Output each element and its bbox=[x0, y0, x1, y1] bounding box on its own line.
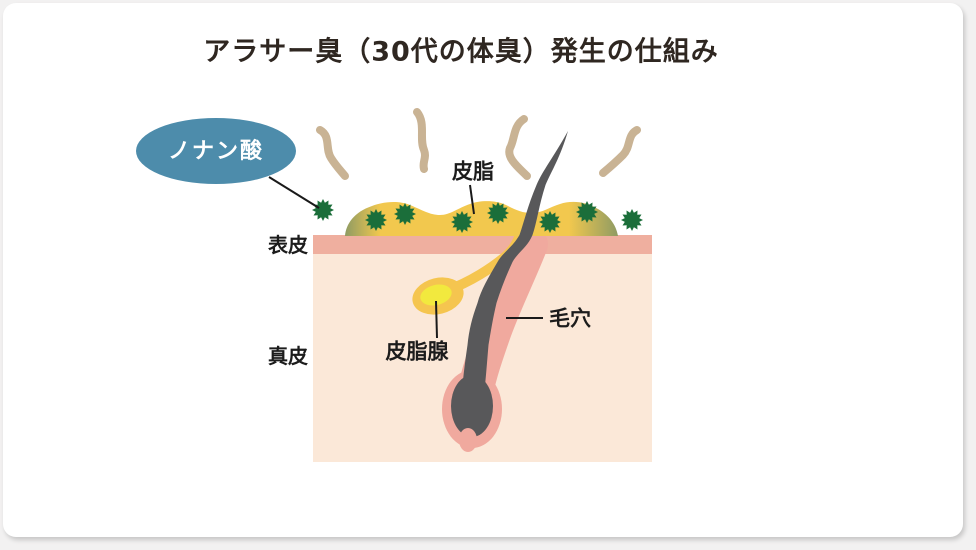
sebaceous-gland-label: 皮脂腺 bbox=[385, 339, 449, 364]
odor-wave-icon bbox=[505, 115, 531, 180]
sebum-layer-shape bbox=[345, 201, 618, 236]
odor-wave-icons bbox=[316, 108, 641, 180]
epidermis-layer bbox=[313, 235, 652, 254]
leader-lines bbox=[268, 176, 543, 339]
odor-wave-icon bbox=[413, 108, 429, 173]
sebum-label: 皮脂 bbox=[452, 159, 494, 184]
hair-shaft bbox=[451, 131, 568, 437]
bacteria-star-icon bbox=[312, 199, 334, 221]
nonanoic-acid-label: ノナン酸 bbox=[167, 139, 265, 164]
nonanoic-acid-callout-bubble bbox=[136, 118, 296, 184]
dermal-papilla bbox=[459, 428, 477, 452]
sebum-leader-line bbox=[469, 184, 475, 215]
odor-wave-icon bbox=[599, 126, 641, 177]
sebaceous-gland-leader-line bbox=[435, 300, 438, 339]
page-title: アラサー臭（30代の体臭）発生の仕組み bbox=[203, 36, 719, 68]
bacteria-star-icon bbox=[621, 209, 643, 231]
dermis-label: 真皮 bbox=[268, 344, 308, 368]
pore-label: 毛穴 bbox=[549, 306, 591, 331]
odor-wave-icon bbox=[316, 126, 349, 180]
nonanoic-acid-leader-line bbox=[268, 176, 320, 209]
epidermis-label: 表皮 bbox=[268, 233, 308, 257]
